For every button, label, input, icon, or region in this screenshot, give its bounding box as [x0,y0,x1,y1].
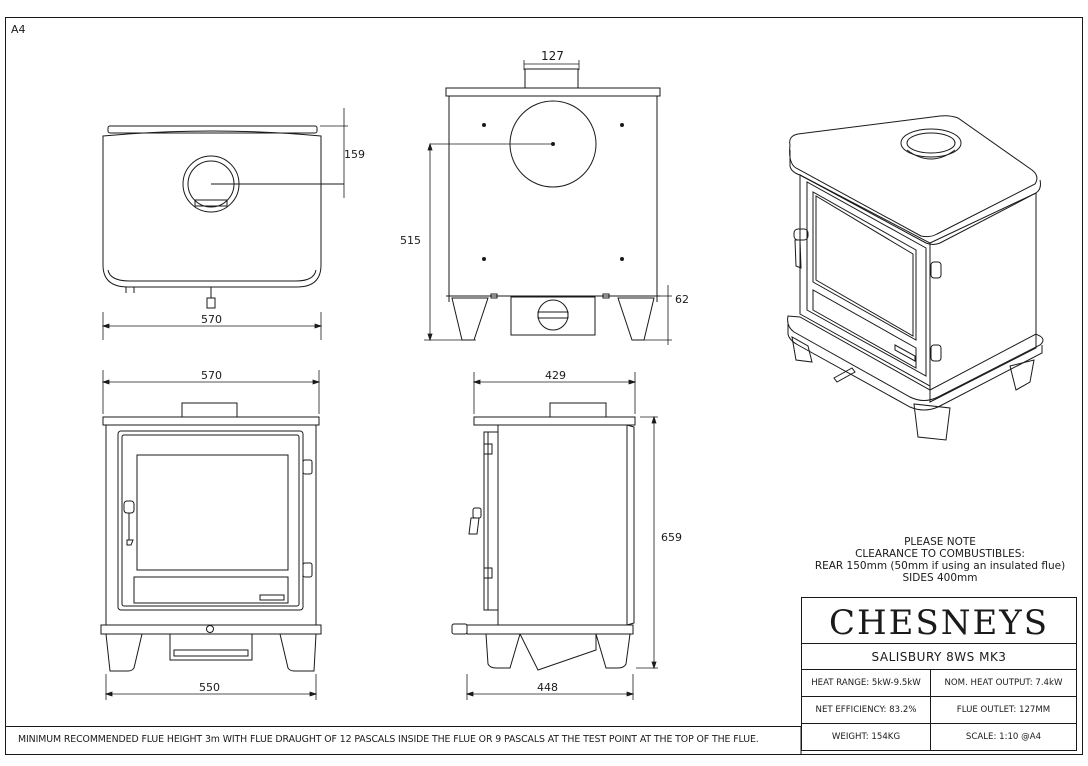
front-view [100,402,322,672]
note-line-2: CLEARANCE TO COMBUSTIBLES: [855,548,1025,560]
note-line-4: SIDES 400mm [902,572,978,584]
dim-front-width: 570 [201,369,222,382]
dim-side-depth: 429 [545,369,566,382]
model-name: SALISBURY 8WS MK3 [802,644,1076,670]
brand-logo-text: CHESNEYS [802,598,1076,644]
spec-flue-outlet: FLUE OUTLET: 127MM [931,697,1076,724]
rear-view-dimensions [424,60,672,345]
spec-net-efficiency: NET EFFICIENCY: 83.2% [802,697,931,724]
spec-heat-range: HEAT RANGE: 5kW-9.5kW [802,670,931,697]
side-view-dimensions [465,372,658,700]
sheet-size-label: A4 [11,23,26,36]
note-line-1: PLEASE NOTE [904,536,976,548]
dim-rear-outlet: 62 [675,293,689,306]
spec-nominal-output: NOM. HEAT OUTPUT: 7.4kW [931,670,1076,697]
note-line-3: REAR 150mm (50mm if using an insulated f… [814,560,1066,572]
side-view [451,402,636,671]
dim-rear-flue: 127 [541,49,564,63]
dim-top-depth: 159 [344,148,365,161]
dim-height: 659 [661,531,682,544]
dim-front-base: 550 [199,681,220,694]
front-view-dimensions [101,370,321,700]
clearance-note: PLEASE NOTE CLEARANCE TO COMBUSTIBLES: R… [806,536,1074,584]
flue-height-note: MINIMUM RECOMMENDED FLUE HEIGHT 3m WITH … [18,734,759,745]
top-view-dimensions [101,108,348,340]
isometric-view [787,115,1044,441]
rear-view [445,68,661,341]
dim-top-width: 570 [201,313,222,326]
dim-rear-height: 515 [400,234,421,247]
title-block: CHESNEYS SALISBURY 8WS MK3 HEAT RANGE: 5… [801,597,1077,751]
sheet-border [5,17,1083,755]
spec-weight: WEIGHT: 154KG [802,724,931,751]
spec-scale: SCALE: 1:10 @A4 [965,732,1042,742]
dim-side-base: 448 [537,681,558,694]
top-view [102,125,344,309]
